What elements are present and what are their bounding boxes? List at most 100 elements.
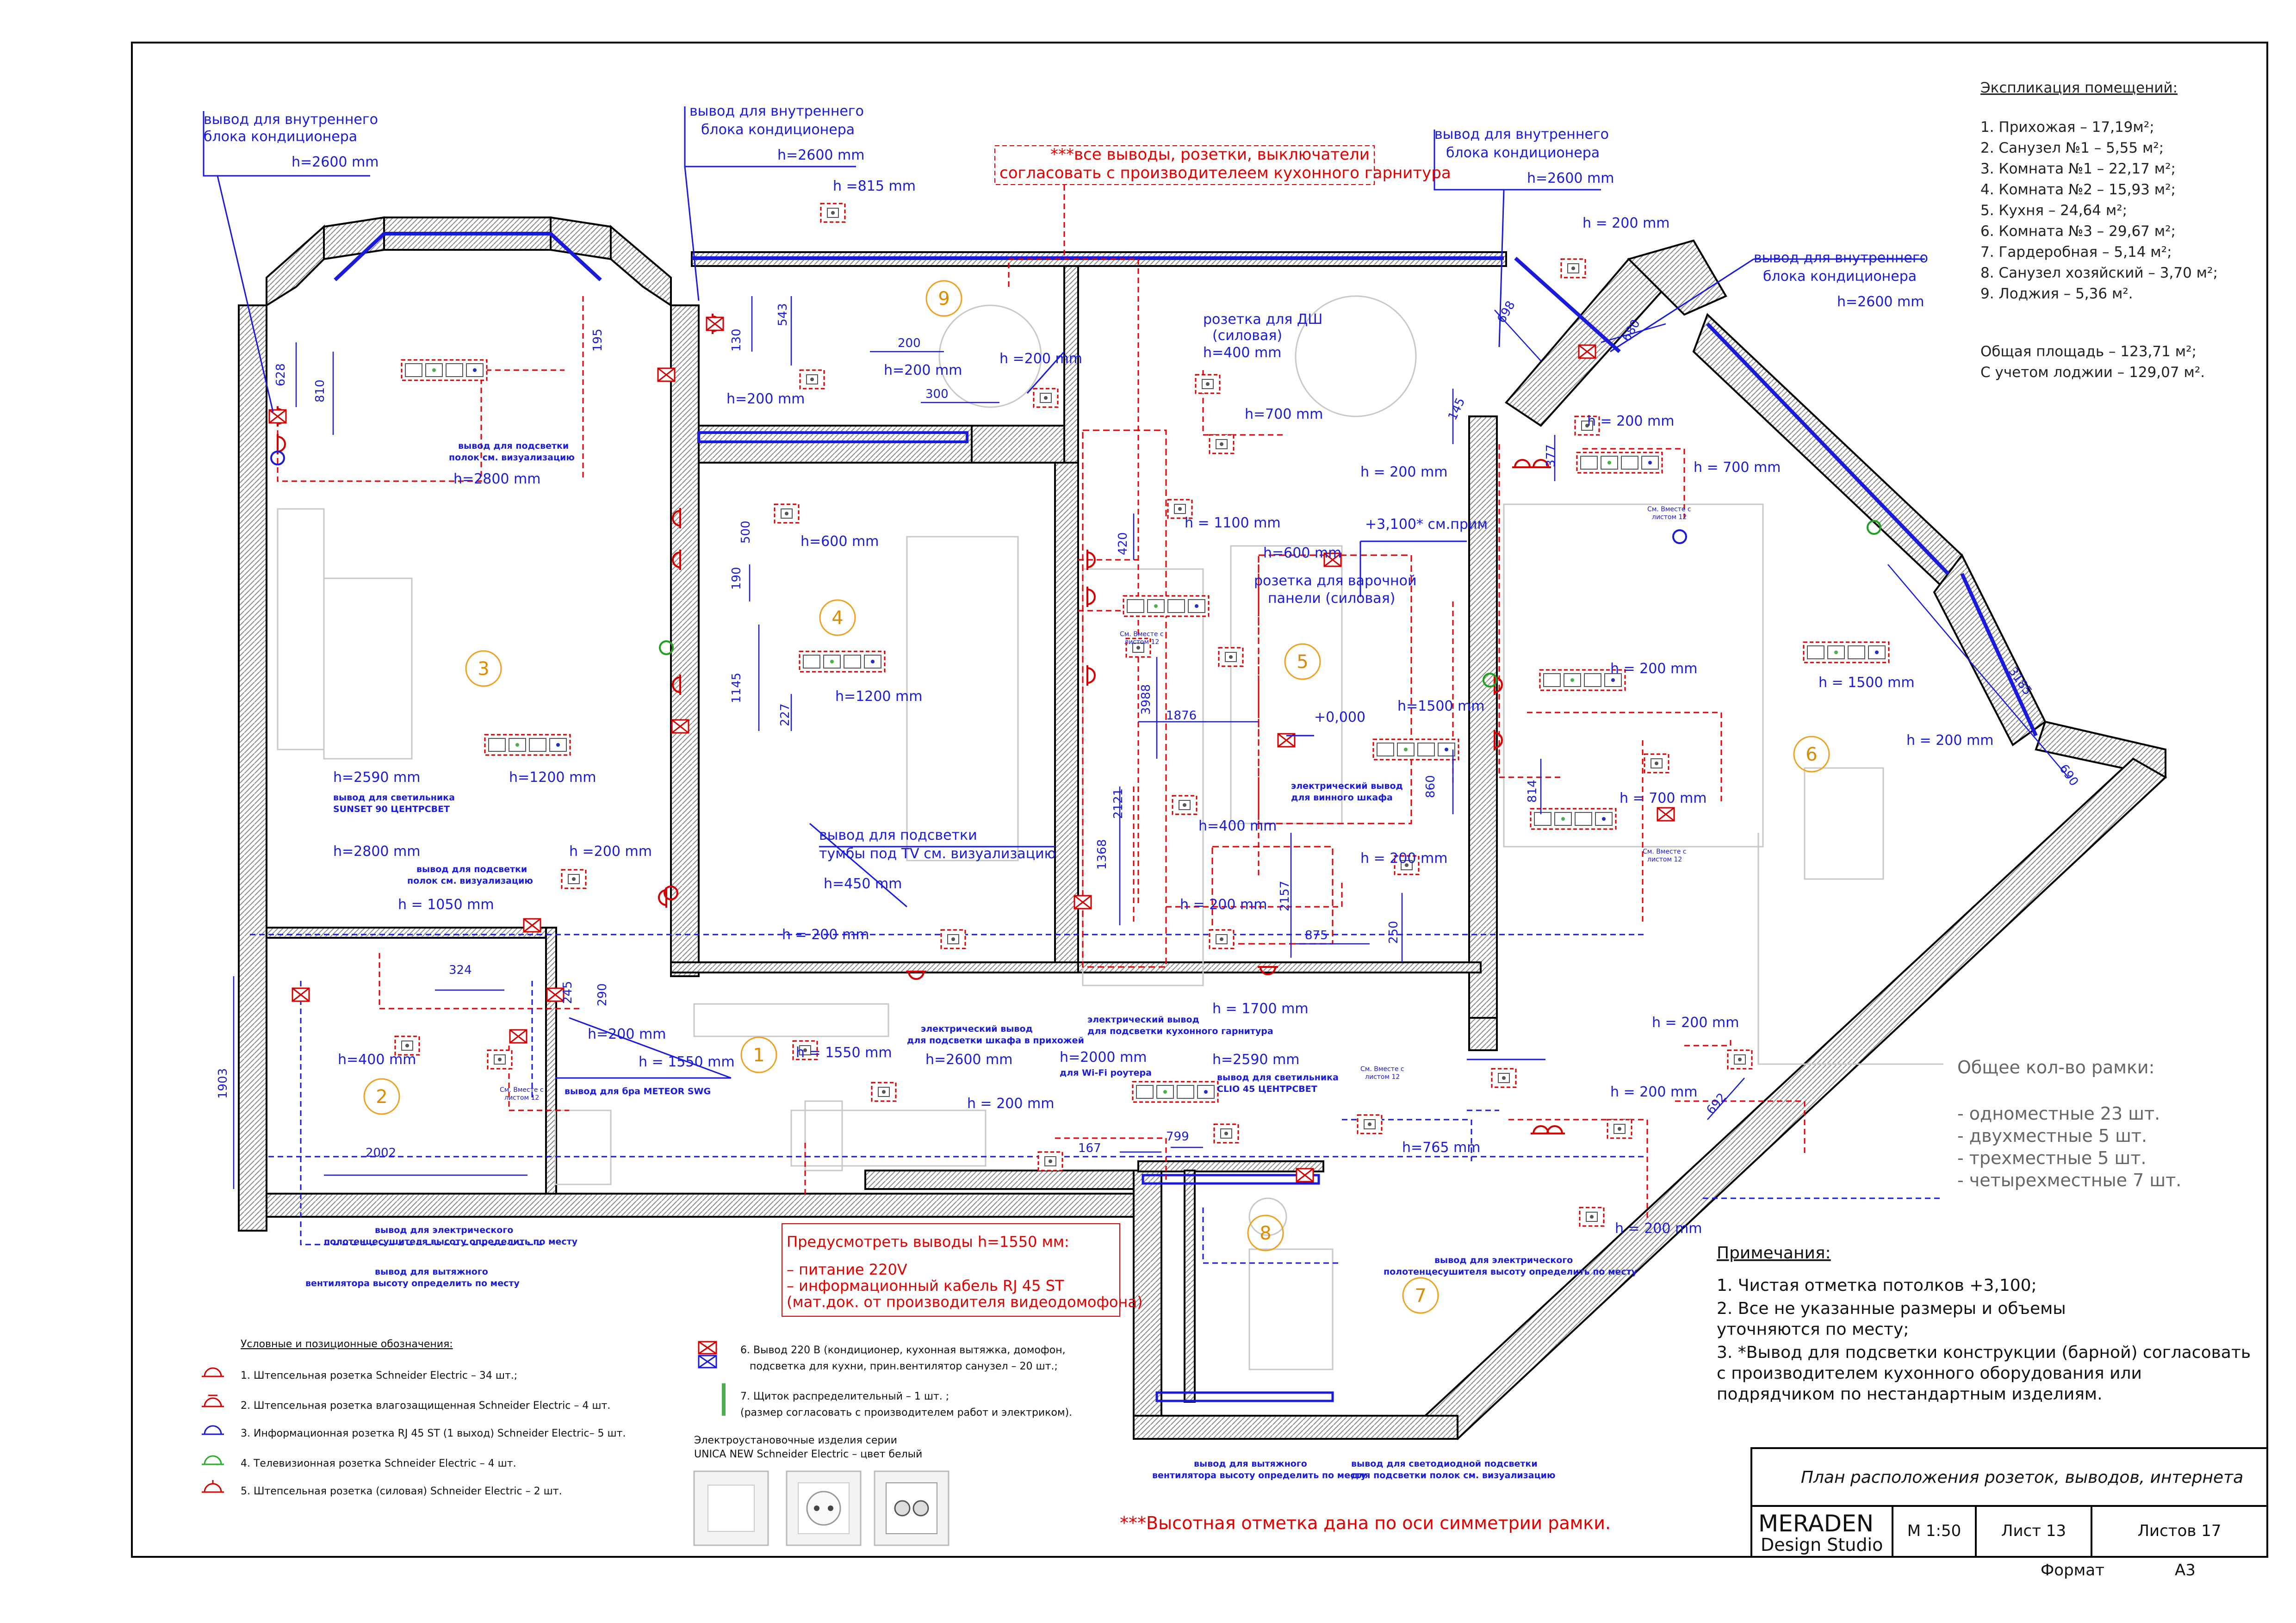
product-socket-image xyxy=(786,1470,862,1546)
svg-text:5. Кухня – 24,64 м²;: 5. Кухня – 24,64 м²; xyxy=(1980,202,2127,219)
hob-label: розетка для варочной xyxy=(1254,573,1416,589)
svg-text:листом 12: листом 12 xyxy=(1647,856,1682,863)
height-label: h=400 mm xyxy=(1203,345,1281,361)
furniture xyxy=(277,295,1943,1370)
svg-text:875: 875 xyxy=(1305,929,1328,942)
svg-text:Общая площадь – 123,71 м²;: Общая площадь – 123,71 м²; xyxy=(1980,343,2197,360)
svg-text:4. Телевизионная розетка Schne: 4. Телевизионная розетка Schneider Elect… xyxy=(241,1458,516,1469)
svg-text:листом 12: листом 12 xyxy=(1124,638,1159,646)
explication-title: Экспликация помещений: xyxy=(1980,80,2178,96)
height-label: h = 1550 mm xyxy=(796,1045,892,1061)
svg-text:3: 3 xyxy=(478,658,489,680)
svg-text:(размер согласовать с производ: (размер согласовать с производителем раб… xyxy=(740,1407,1072,1419)
height-label: h=2800 mm xyxy=(333,843,420,860)
height-label: h=400 mm xyxy=(1198,818,1277,834)
title-block: План расположения розеток, выводов, инте… xyxy=(1750,1447,2268,1580)
ac-height: h=2600 mm xyxy=(1527,170,1614,186)
height-label: h =815 mm xyxy=(833,178,916,194)
height-label: h = 1700 mm xyxy=(1212,1001,1309,1017)
legend-tv-socket-icon xyxy=(202,1455,224,1465)
svg-text:8: 8 xyxy=(1260,1223,1271,1244)
height-label: h = 1050 mm xyxy=(398,897,494,913)
height-label: h = 700 mm xyxy=(1694,459,1781,476)
height-label: h=200 mm xyxy=(884,362,962,378)
svg-text:- двухместные 5 шт.: - двухместные 5 шт. xyxy=(1957,1126,2147,1146)
height-label: h = 700 mm xyxy=(1620,790,1706,806)
svg-text:1145: 1145 xyxy=(730,673,744,703)
room-marker-9: 9 xyxy=(925,280,962,317)
svg-text:500: 500 xyxy=(739,520,753,544)
svg-text:подсветка для кухни, прин.вент: подсветка для кухни, прин.вентилятор сан… xyxy=(750,1361,1058,1372)
product-switch-image xyxy=(693,1470,769,1546)
svg-text:вывод для светодиодной подсвет: вывод для светодиодной подсветки xyxy=(1351,1459,1538,1469)
svg-text:420: 420 xyxy=(1116,532,1130,555)
room-number-markers: 1 2 3 4 5 6 7 8 9 xyxy=(363,280,1830,1314)
height-label: h=600 mm xyxy=(1263,545,1341,561)
height-note: ***Высотная отметка дана по оси симметри… xyxy=(1120,1513,1611,1533)
svg-text:вывод для вытяжного: вывод для вытяжного xyxy=(1194,1459,1307,1469)
height-label: h=600 mm xyxy=(800,533,879,550)
svg-text:1368: 1368 xyxy=(1095,839,1109,870)
svg-text:***все выводы, розетки, выключ: ***все выводы, розетки, выключатели xyxy=(1050,145,1370,164)
ac-label: блока кондиционера xyxy=(1446,145,1600,161)
svg-text:для подсветки полок см. визуал: для подсветки полок см. визуализацию xyxy=(1351,1470,1555,1481)
svg-text:1903: 1903 xyxy=(216,1068,230,1099)
svg-text:7. Щиток распределительны: 7. Щиток распределительный – 1 шт. ; xyxy=(740,1391,949,1402)
svg-text:Условные и позиционные обознач: Условные и позиционные обозначения: xyxy=(241,1338,453,1350)
svg-text:4: 4 xyxy=(832,607,843,629)
height-label: h = 200 mm xyxy=(1360,850,1447,867)
svg-text:вывод для светильника: вывод для светильника xyxy=(333,793,455,803)
svg-text:уточняются по месту;: уточняются по месту; xyxy=(1717,1320,1909,1339)
svg-text:- четырехместные 7 шт.: - четырехместные 7 шт. xyxy=(1957,1170,2181,1190)
svg-text:для Wi-Fi роутера: для Wi-Fi роутера xyxy=(1060,1068,1152,1078)
svg-text:вывод для вытяжного: вывод для вытяжного xyxy=(375,1267,488,1277)
legend-220v-icon xyxy=(698,1341,717,1369)
height-label: h=200 mm xyxy=(588,1026,666,1042)
frames-count-block: Общее кол-во рамки: - одноместные 23 шт.… xyxy=(1957,1057,2181,1190)
plan-labels: вывод для внутреннего блока кондиционера… xyxy=(204,103,1993,1237)
svg-text:Электроустановочные изделия се: Электроустановочные изделия серии xyxy=(694,1435,897,1446)
svg-text:2. Штепсельная розетка влагоза: 2. Штепсельная розетка влагозащищенная S… xyxy=(241,1400,610,1412)
legend-panel-icon xyxy=(722,1383,726,1416)
svg-text:полок см. визуализацию: полок см. визуализацию xyxy=(449,452,575,463)
svg-text:810: 810 xyxy=(313,379,327,403)
svg-text:для подсветки кухонного гарнит: для подсветки кухонного гарнитура xyxy=(1087,1026,1273,1036)
svg-text:377: 377 xyxy=(1544,444,1558,467)
svg-text:3. *Вывод для подсветки констр: 3. *Вывод для подсветки конструкции (бар… xyxy=(1717,1343,2251,1362)
hob-label: панели (силовая) xyxy=(1268,590,1395,607)
level-mark: +3,100* см.прим xyxy=(1365,516,1488,533)
svg-text:1. Прихожая – 17,19м²;: 1. Прихожая – 17,19м²; xyxy=(1980,119,2154,136)
svg-text:2: 2 xyxy=(376,1086,387,1108)
ac-height: h=2600 mm xyxy=(292,154,379,170)
svg-text:См. Вместе с: См. Вместе с xyxy=(1120,631,1164,638)
room-marker-3: 3 xyxy=(465,650,502,687)
svg-text:2. Санузел №1 – 5,55 м²;: 2. Санузел №1 – 5,55 м²; xyxy=(1980,140,2164,156)
height-label: h=400 mm xyxy=(338,1052,416,1068)
svg-text:2157: 2157 xyxy=(1278,881,1292,911)
notes-block: Примечания: 1. Чистая отметка потолков +… xyxy=(1717,1244,2251,1404)
room-marker-5: 5 xyxy=(1284,643,1321,680)
height-label: h = 200 mm xyxy=(1360,464,1447,480)
sheets-total: Листов 17 xyxy=(2137,1522,2221,1540)
svg-text:1876: 1876 xyxy=(1166,709,1197,723)
svg-text:с производителем кухонного обо: с производителем кухонного оборудования … xyxy=(1717,1364,2142,1383)
svg-text:для подсветки шкафа в прихожей: для подсветки шкафа в прихожей xyxy=(907,1035,1084,1046)
svg-text:300: 300 xyxy=(925,387,949,401)
height-label: h = 200 mm xyxy=(1652,1015,1739,1031)
height-label: h=2800 mm xyxy=(453,471,540,487)
company-subtitle: Design Studio xyxy=(1761,1535,1883,1555)
svg-text:вывод для подсветки: вывод для подсветки xyxy=(458,441,569,451)
svg-text:5: 5 xyxy=(1297,651,1308,673)
ac-label: вывод для внутреннего xyxy=(204,112,378,128)
room-marker-7: 7 xyxy=(1402,1277,1439,1314)
top-note: ***все выводы, розетки, выключатели согл… xyxy=(994,145,1451,185)
svg-text:полотенцесушителя высоту опред: полотенцесушителя высоту определить по м… xyxy=(1384,1267,1638,1277)
svg-text:7. Гардеробная – 5,14 м²;: 7. Гардеробная – 5,14 м²; xyxy=(1980,244,2172,260)
svg-text:190: 190 xyxy=(730,567,744,590)
svg-text:листом 12: листом 12 xyxy=(1652,514,1687,521)
sheet-border xyxy=(131,42,2268,1558)
svg-text:вывод для светильника: вывод для светильника xyxy=(1217,1072,1339,1083)
tv-light-label: вывод для подсветки xyxy=(819,827,977,843)
ac-label: блока кондиционера xyxy=(701,122,855,138)
dishwasher-label: розетка для ДШ xyxy=(1203,311,1322,328)
